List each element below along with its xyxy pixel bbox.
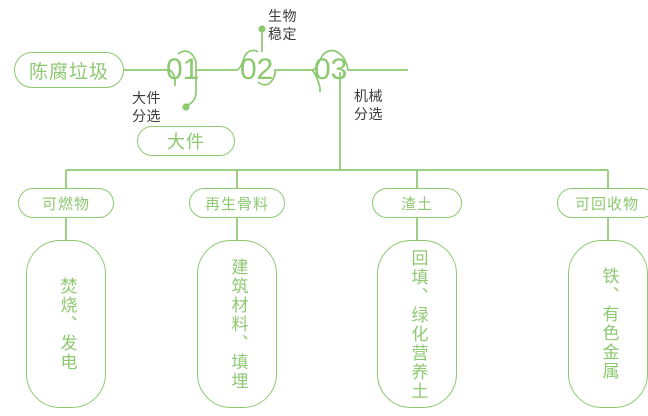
node-output-dajian-label: 大件 — [167, 132, 205, 152]
stage-number-01[interactable]: 01 — [166, 53, 200, 86]
category-pill-2-label: 再生骨料 — [204, 195, 269, 213]
destination-box-4[interactable]: 铁、有色金属 — [568, 240, 648, 408]
stage-note-02: 生物 稳定 — [268, 8, 297, 42]
category-pill-2[interactable]: 再生骨料 — [189, 188, 285, 218]
wire-02-left-arc — [235, 49, 259, 71]
wire-03-left-arc — [311, 69, 321, 92]
dot-dajian-connector — [182, 103, 190, 111]
destination-box-4-label: 铁、有色金属 — [599, 267, 619, 381]
category-pill-4[interactable]: 可回收物 — [557, 188, 648, 218]
stage-note-01: 大件 分选 — [132, 90, 161, 124]
destination-box-2[interactable]: 建筑材料、填埋 — [197, 240, 277, 408]
wire-02-bottom-arc — [257, 69, 312, 86]
destination-box-3-label: 回填、绿化营养土 — [408, 249, 428, 401]
destination-box-2-label: 建筑材料、填埋 — [228, 257, 248, 391]
category-pill-1-label: 可燃物 — [41, 195, 90, 213]
dot-biostable-connector — [258, 25, 266, 33]
stage-number-02[interactable]: 02 — [240, 53, 274, 86]
wire-03-top-arc — [311, 49, 408, 71]
wire-01-top-arc — [177, 50, 236, 71]
category-pill-1[interactable]: 可燃物 — [18, 188, 114, 218]
category-pill-4-label: 可回收物 — [574, 195, 639, 213]
destination-box-1-label: 焚烧、发电 — [57, 276, 77, 372]
node-input-waste[interactable]: 陈腐垃圾 — [14, 52, 124, 88]
node-input-waste-label: 陈腐垃圾 — [28, 61, 109, 83]
wire-01-left-arc — [167, 69, 176, 86]
destination-box-3[interactable]: 回填、绿化营养土 — [377, 240, 457, 408]
destination-box-1[interactable]: 焚烧、发电 — [26, 240, 106, 408]
stage-number-03[interactable]: 03 — [314, 53, 348, 86]
node-output-dajian[interactable]: 大件 — [137, 126, 235, 156]
category-pill-3-label: 渣土 — [400, 195, 433, 213]
stage-note-03: 机械 分选 — [354, 88, 383, 122]
category-pill-3[interactable]: 渣土 — [372, 188, 462, 218]
